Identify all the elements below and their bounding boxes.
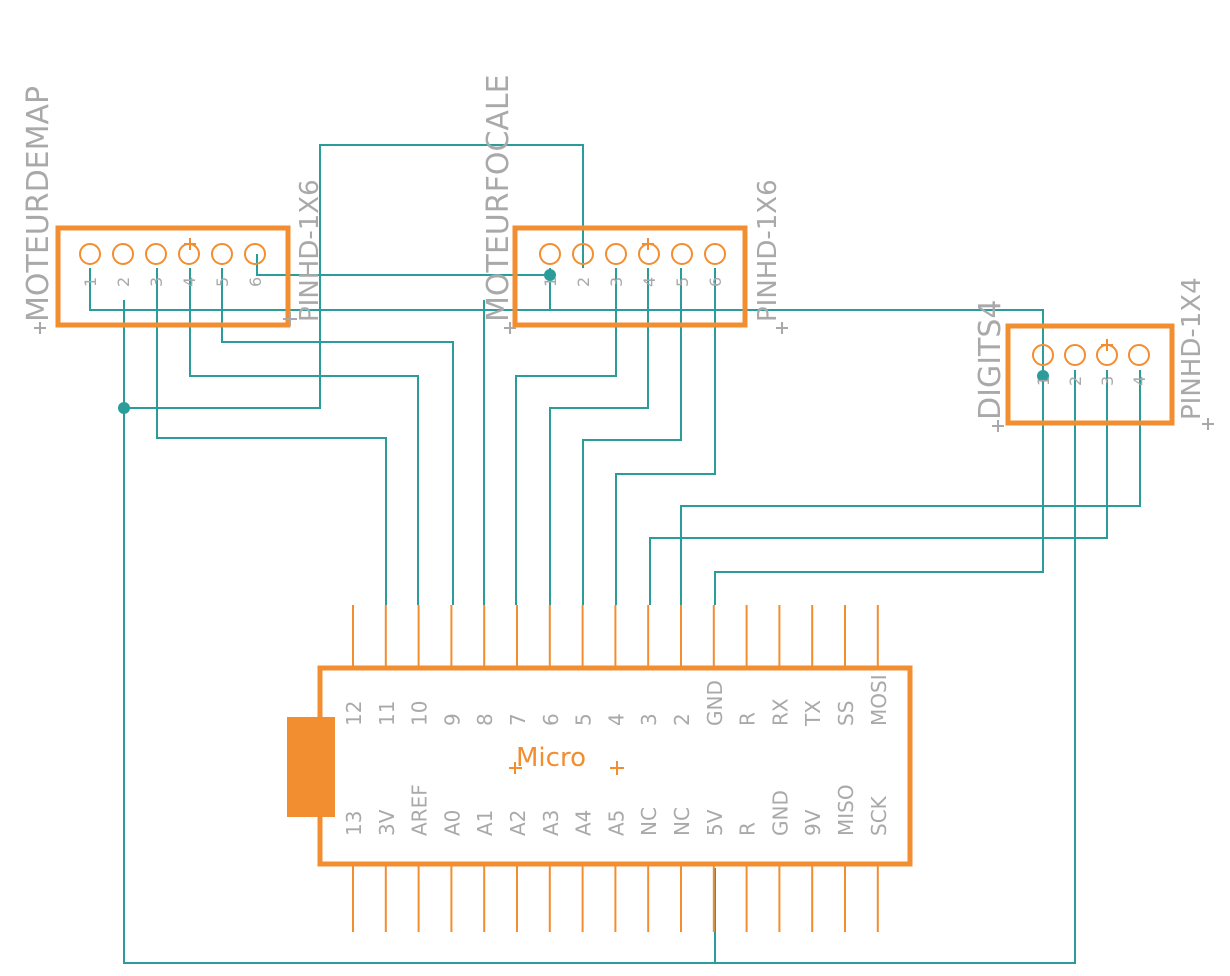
pin-number: 6 [246, 277, 265, 287]
micro-pin-label: 5 [572, 713, 596, 726]
connector-value: PINHD-1X4 [1177, 277, 1207, 420]
pin-number: 4 [1130, 376, 1149, 386]
connector-moteurfocale[interactable]: 1 2 3 4 5 6 MOTEURFOCALE PINHD-1X6 [481, 74, 788, 334]
pin-pad[interactable] [244, 243, 266, 265]
micro-pin-label: 3 [637, 713, 661, 726]
pin-pad[interactable] [572, 243, 594, 265]
pin-pad[interactable] [1032, 344, 1054, 366]
pin-number: 1 [1034, 376, 1053, 386]
junction-dot [1037, 370, 1049, 382]
pin-number: 1 [81, 277, 100, 287]
connector-name: MOTEURFOCALE [481, 74, 516, 322]
micro-pin-label: A1 [473, 810, 497, 836]
pin-pad[interactable] [539, 243, 561, 265]
micro-pin-label: A3 [539, 810, 563, 836]
micro-pin-label: RX [768, 698, 792, 726]
usb-connector [287, 717, 335, 817]
pin-number: 5 [673, 277, 692, 287]
connector-value: PINHD-1X6 [295, 179, 325, 322]
connector-moteurdemap[interactable]: 1 2 3 4 5 6 MOTEURDEMAP PINHD-1X6 [21, 86, 325, 334]
wire-focale-4 [549, 268, 649, 605]
micro-pin-label: 8 [473, 713, 497, 726]
micro-pin-label: NC [670, 807, 694, 836]
pin-pad[interactable] [79, 243, 101, 265]
pin-pad[interactable] [211, 243, 233, 265]
junction-dot [118, 402, 130, 414]
connector-outline [512, 225, 748, 328]
wire-focale-6 [615, 268, 716, 605]
wires [89, 144, 1141, 964]
micro-pin-label: 9 [440, 713, 464, 726]
micro-pin-label: 10 [408, 701, 432, 726]
micro-pin-label: A0 [440, 810, 464, 836]
micro-pin-label: TX [801, 700, 825, 727]
micro-pin-label: GND [768, 790, 792, 836]
micro-pin-label: 13 [342, 811, 366, 836]
connector-value: PINHD-1X6 [753, 179, 783, 322]
pin-number: 1 [541, 277, 560, 287]
micro-pin-label: R [736, 822, 760, 836]
junction-dot [544, 269, 556, 281]
micro-pin-label: 12 [342, 701, 366, 726]
micro-pin-label: A2 [506, 810, 530, 836]
micro-pin-label: 4 [604, 713, 628, 726]
micro-pin-label: 11 [375, 701, 399, 726]
wire-focale-3 [515, 268, 617, 605]
pin-pad[interactable] [145, 243, 167, 265]
pin-number: 2 [1066, 376, 1085, 386]
micro-pin-label: A5 [604, 810, 628, 836]
pin-number: 3 [1098, 376, 1117, 386]
connector-outline [1005, 323, 1175, 426]
pin-number: 2 [574, 277, 593, 287]
connector-name: DIGITS4 [973, 300, 1008, 421]
micro-pin-label: MISO [834, 784, 858, 836]
pin-pad[interactable] [112, 243, 134, 265]
pin-number: 3 [607, 277, 626, 287]
wire-bus-to-focale-top [124, 144, 584, 409]
pin-pad[interactable] [1128, 344, 1150, 366]
micro-pin-label: NC [637, 807, 661, 836]
micro-pin-label: R [736, 712, 760, 726]
connector-name: MOTEURDEMAP [21, 86, 56, 322]
wire-demap6-to-focale2 [256, 254, 550, 276]
micro-pin-label: 5V [703, 809, 727, 836]
micro-pin-label: MOSI [867, 674, 891, 726]
pin-pad[interactable] [671, 243, 693, 265]
pin-number: 4 [640, 277, 659, 287]
micro-label: Micro [516, 743, 586, 773]
wire-digits-4 [680, 370, 1141, 605]
micro-pin-label: 3V [375, 809, 399, 836]
connector-outline [55, 225, 291, 328]
wire-ground-bus [123, 300, 1076, 964]
pin-pad[interactable] [704, 243, 726, 265]
pin-number: 2 [114, 277, 133, 287]
wire-demap-5 [221, 268, 454, 605]
micro-pin-label: GND [703, 680, 727, 726]
pin-number: 4 [180, 277, 199, 287]
micro-pin-label: A4 [572, 810, 596, 836]
pin-number: 3 [147, 277, 166, 287]
micro-pin-label: SS [834, 701, 858, 726]
wire-demap-3 [156, 268, 387, 605]
micro-pin-label: 7 [506, 713, 530, 726]
micro-pin-label: 2 [670, 713, 694, 726]
connector-digits4[interactable]: 1 2 3 4 DIGITS4 PINHD-1X4 [973, 277, 1214, 432]
pin-number: 6 [706, 277, 725, 287]
wire-demap-4 [189, 268, 419, 605]
pin-pad[interactable] [1064, 344, 1086, 366]
micro-pin-label: 9V [801, 809, 825, 836]
wire-digits-2 [714, 370, 1044, 605]
micro-pin-label: SCK [867, 795, 891, 836]
pin-number: 5 [213, 277, 232, 287]
pin-pad[interactable] [605, 243, 627, 265]
wire-focale-5 [582, 268, 682, 605]
micro-pin-label: AREF [408, 784, 432, 836]
wire-digits-3 [649, 370, 1108, 605]
micro-pin-label: 6 [539, 713, 563, 726]
wire-pin1-chain [89, 268, 1044, 370]
